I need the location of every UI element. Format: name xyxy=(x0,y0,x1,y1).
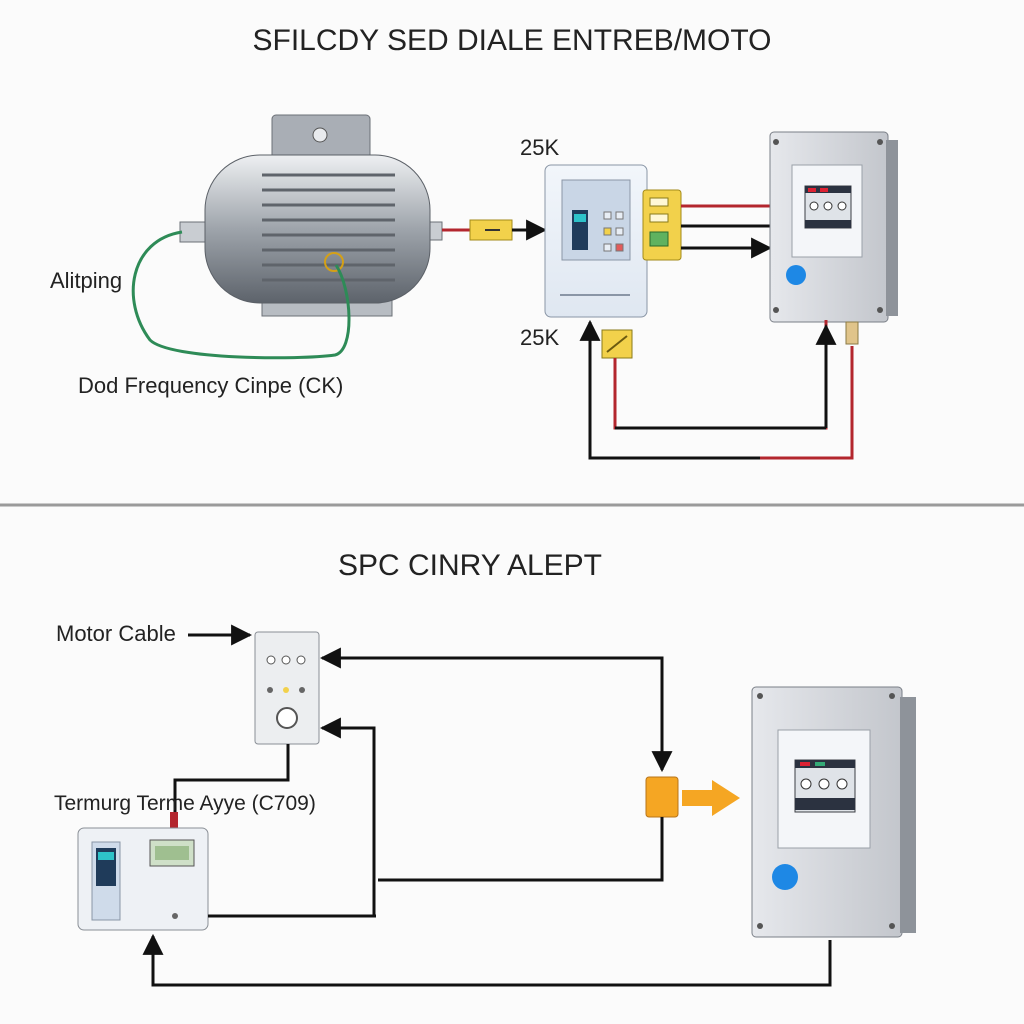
label-terminal: Termurg Terme Ayye (C709) xyxy=(54,792,316,815)
top-section-title: SFILCDY SED DIALE ENTREB/MOTO xyxy=(252,24,771,57)
bottom-terminal-icon xyxy=(601,329,633,359)
electric-motor-icon xyxy=(179,114,443,317)
orange-arrow-icon xyxy=(682,780,740,816)
green-loop-wire xyxy=(131,230,351,360)
orange-connector-icon xyxy=(645,776,679,818)
label-alitping: Alitping xyxy=(50,268,122,293)
frequency-drive-icon xyxy=(544,164,648,318)
terminal-device-icon xyxy=(77,827,209,931)
label-frequency: Dod Frequency Cinpe (CK) xyxy=(78,373,343,398)
control-panel-bottom-icon xyxy=(751,686,916,938)
label-25k-bottom: 25K xyxy=(520,325,559,350)
label-25k-top: 25K xyxy=(520,135,559,160)
bottom-section-title: SPC CINRY ALEPT xyxy=(338,549,602,582)
junction-box-icon xyxy=(254,631,320,745)
label-motor-cable: Motor Cable xyxy=(56,621,176,646)
control-panel-top-icon xyxy=(769,131,898,345)
